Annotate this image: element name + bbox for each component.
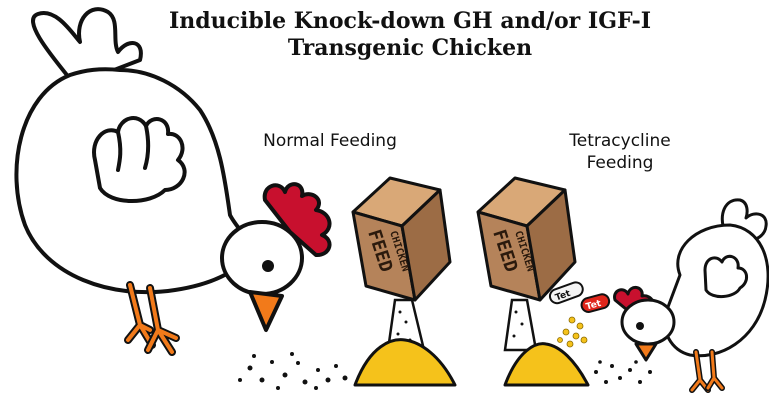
large-chicken-beak <box>250 292 282 330</box>
large-chicken-head <box>222 222 302 294</box>
large-chicken <box>16 9 329 352</box>
feed-box-tetracycline: FEED CHICKEN <box>478 178 575 300</box>
scattered-seeds-left <box>238 352 348 390</box>
pill-capsule-red: Tet <box>580 293 611 314</box>
feed-stream-tetracycline <box>505 300 536 350</box>
large-chicken-eye <box>262 260 274 272</box>
feed-pile-normal <box>355 340 455 385</box>
small-chicken-beak <box>636 344 656 360</box>
tetracycline-pills: Tet Tet <box>548 280 611 347</box>
scattered-seeds-right <box>594 360 652 384</box>
small-chicken-head <box>622 300 674 344</box>
feed-box-normal: FEED CHICKEN <box>353 178 450 300</box>
small-chicken-eye <box>636 322 644 330</box>
